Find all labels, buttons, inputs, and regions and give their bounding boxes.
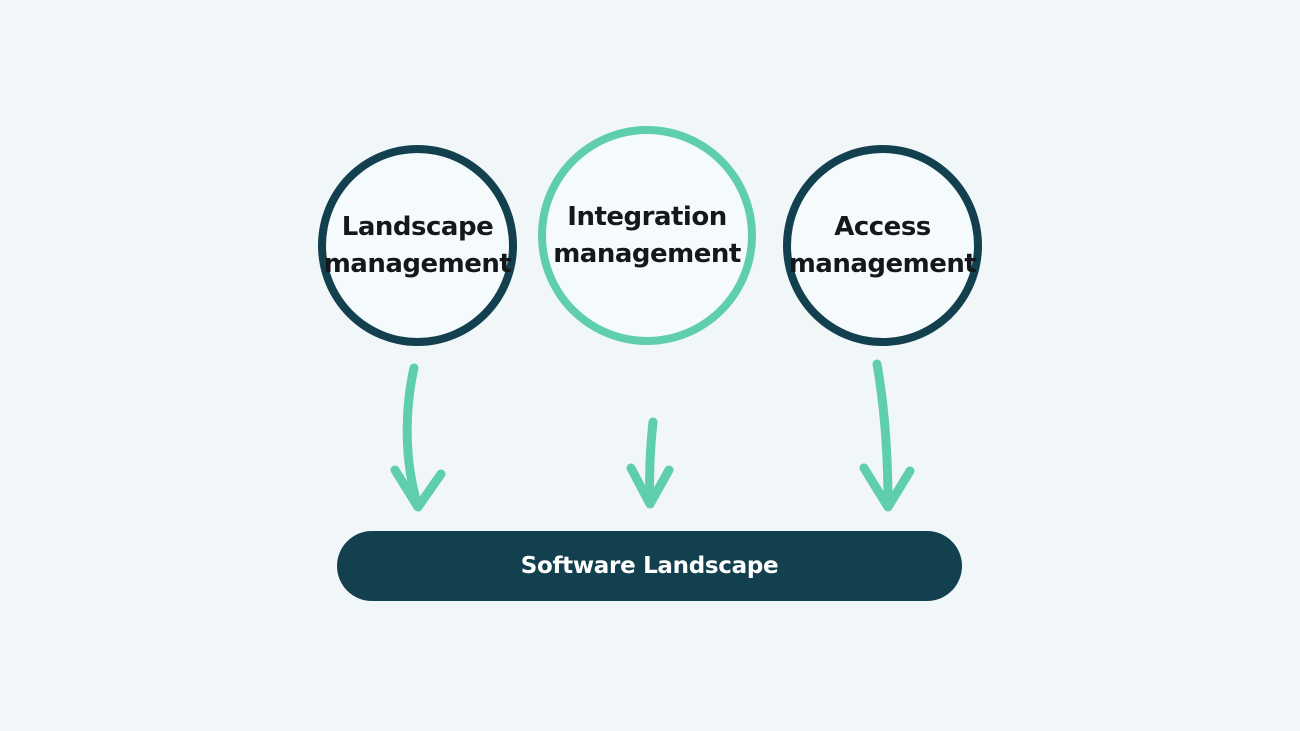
node-label-line: Integration: [567, 202, 727, 233]
node-label-line: management: [323, 248, 512, 279]
down-arrow-landscape-icon: [390, 363, 446, 512]
node-label-line: Access: [834, 212, 931, 243]
node-label-line: Landscape: [341, 212, 494, 243]
node-label-line: management: [788, 248, 977, 279]
node-landscape-management-label: Landscape management: [324, 209, 512, 282]
down-arrow-integration-icon: [626, 417, 674, 509]
node-landscape-management: Landscape management: [318, 145, 517, 346]
software-landscape-label: Software Landscape: [520, 553, 779, 579]
software-landscape-bar: Software Landscape: [337, 531, 962, 601]
node-label-line: management: [553, 238, 741, 269]
node-integration-management-label: Integration management: [553, 199, 741, 272]
down-arrow-access-icon: [859, 359, 915, 512]
node-integration-management: Integration management: [538, 126, 756, 345]
node-access-management-label: Access management: [789, 209, 977, 282]
node-access-management: Access management: [783, 145, 982, 346]
